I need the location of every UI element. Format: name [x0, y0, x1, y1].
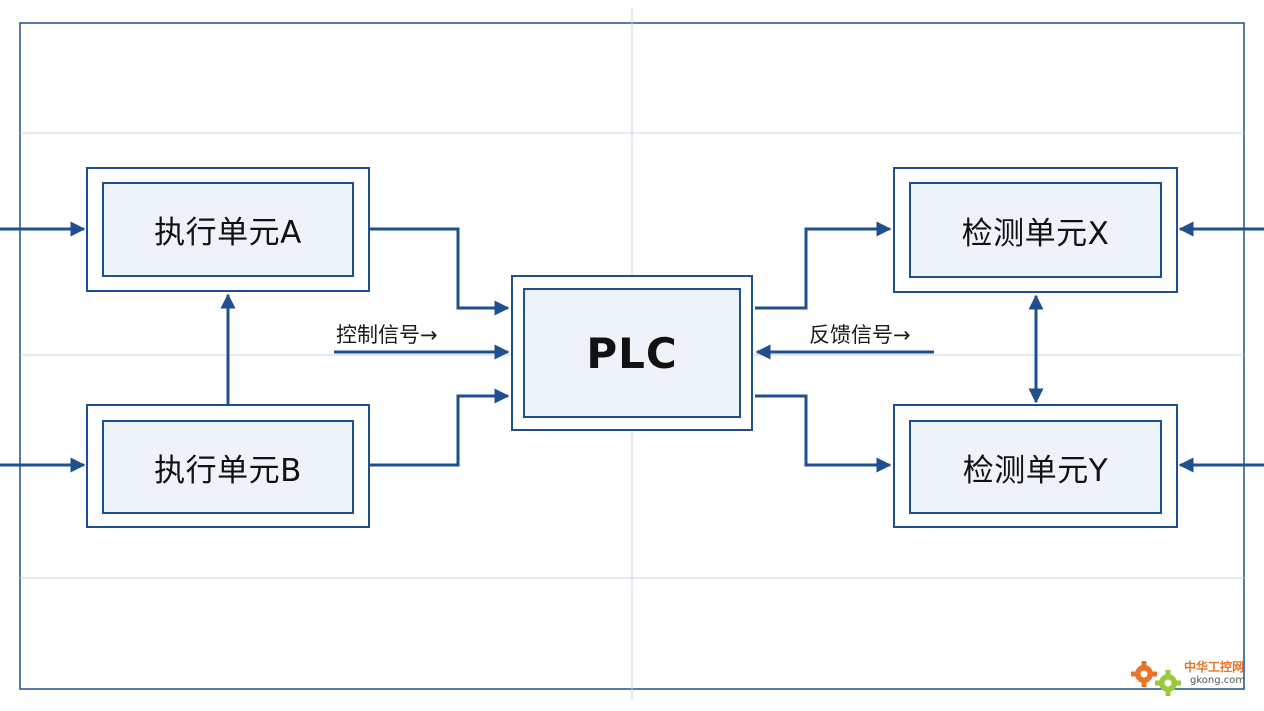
arrow-plc-to-detect-x: [755, 221, 892, 310]
control-signal-label: 控制信号→: [336, 323, 438, 347]
exec-unit-a-inner: 执行单元A: [102, 182, 354, 277]
detect-unit-y-box: 检测单元Y: [893, 404, 1178, 528]
detect-unit-x-inner: 检测单元X: [909, 182, 1162, 278]
gkong-logo: 中华工控网 gkong.com: [1128, 656, 1258, 700]
plc-inner: PLC: [523, 288, 741, 418]
plc-box: PLC: [511, 275, 753, 431]
detect-unit-x-label: 检测单元X: [961, 215, 1110, 252]
exec-unit-b-box: 执行单元B: [86, 404, 370, 528]
exec-unit-b-inner: 执行单元B: [102, 420, 354, 514]
detect-unit-y-label: 检测单元Y: [962, 452, 1109, 489]
exec-unit-a-box: 执行单元A: [86, 167, 370, 292]
plc-label: PLC: [586, 328, 678, 378]
detect-unit-y-inner: 检测单元Y: [909, 420, 1162, 514]
feedback-signal-label: 反馈信号→: [809, 323, 911, 347]
exec-unit-b-label: 执行单元B: [154, 452, 302, 489]
arrow-exec-a-to-plc: [370, 227, 510, 316]
detect-unit-x-box: 检测单元X: [893, 167, 1178, 293]
gear-icon: [1131, 661, 1181, 696]
logo-brand-text: 中华工控网: [1184, 660, 1245, 674]
logo-site-text: gkong.com: [1190, 675, 1246, 686]
arrow-plc-to-detect-y: [755, 394, 892, 473]
arrow-exec-b-to-plc: [370, 388, 510, 467]
exec-unit-a-label: 执行单元A: [154, 215, 302, 251]
